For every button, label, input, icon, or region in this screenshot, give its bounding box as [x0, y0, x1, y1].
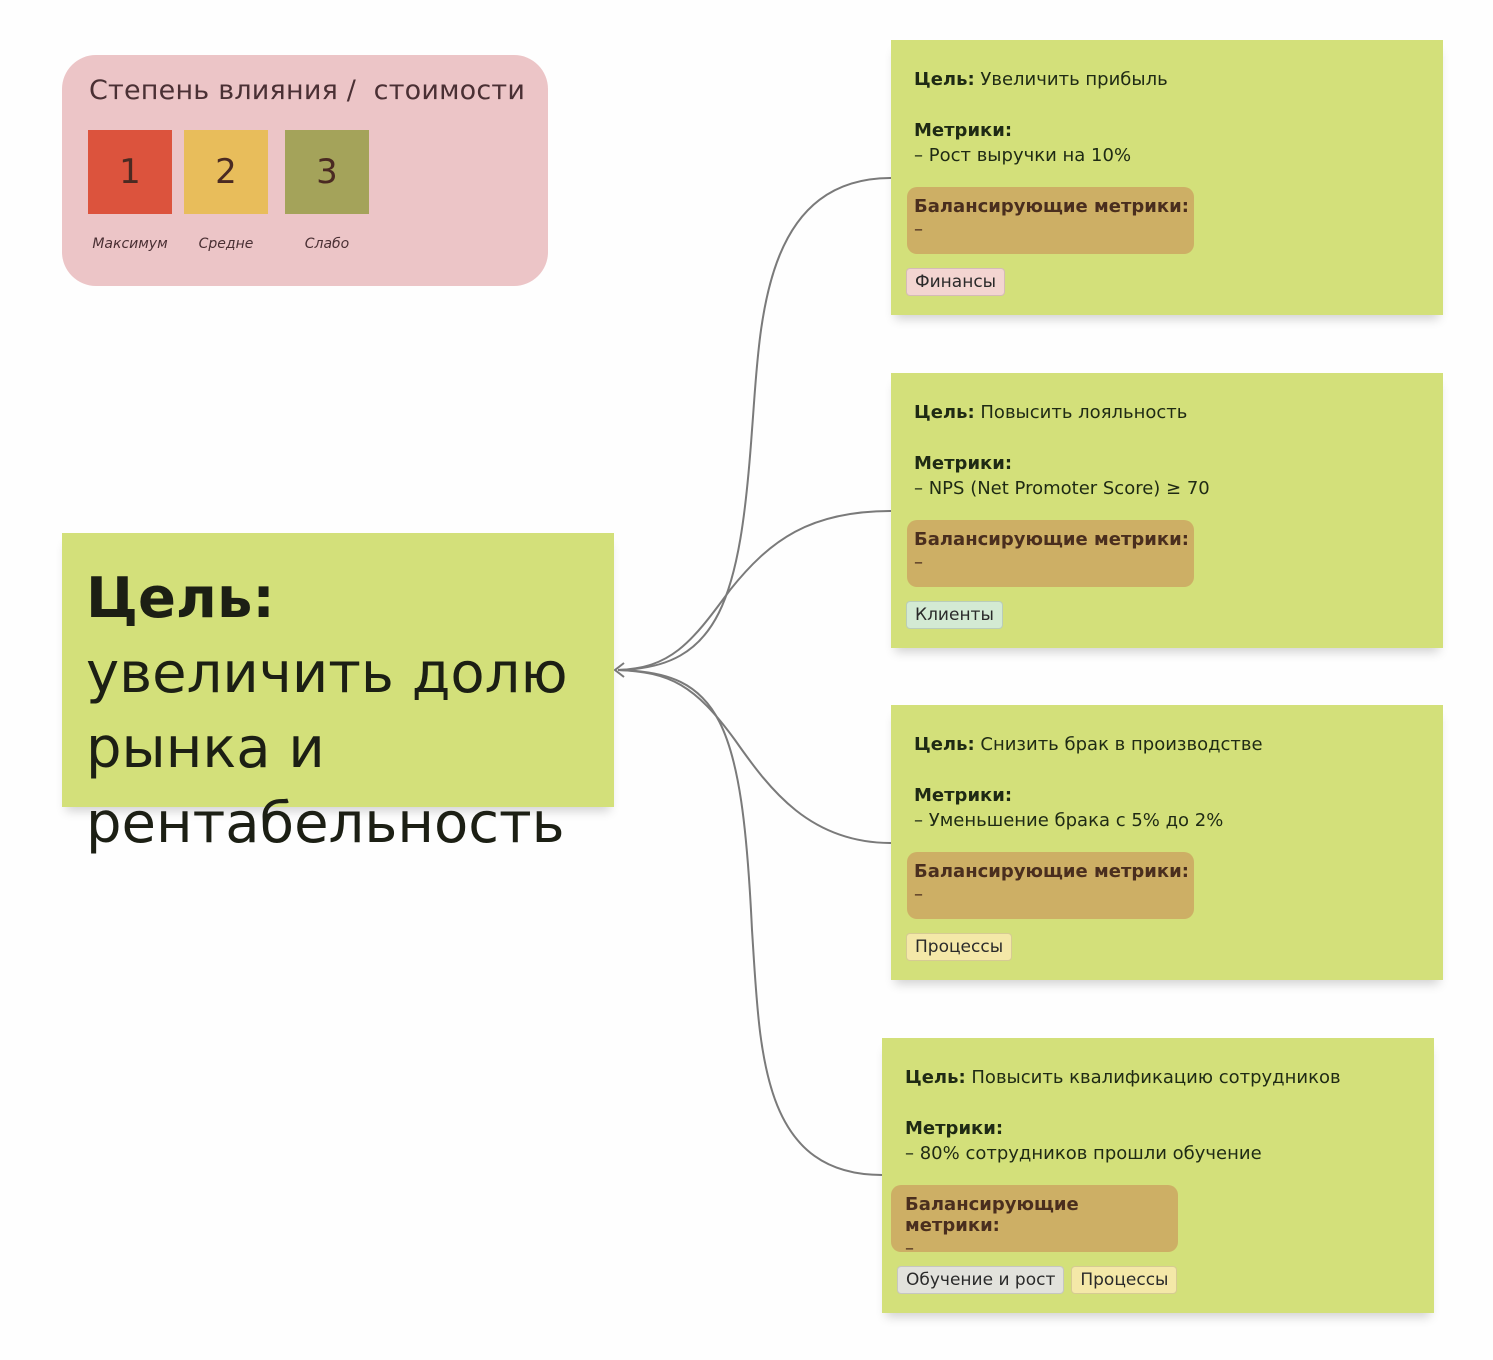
metrics-label: Метрики: — [914, 453, 1013, 474]
goal-label: Цель: — [914, 402, 975, 423]
tag-clients[interactable]: Клиенты — [906, 601, 1003, 629]
tag-list: Финансы — [906, 268, 1006, 296]
goal-label: Цель: — [905, 1067, 966, 1088]
balance-metrics-box[interactable]: Балансирующие метрики: – — [907, 520, 1194, 587]
balance-metrics-box[interactable]: Балансирующие метрики: – — [907, 187, 1194, 254]
tag-processes[interactable]: Процессы — [906, 933, 1013, 961]
connector-finance — [617, 177, 892, 671]
arrow-head-icon — [613, 662, 625, 678]
tag-list: Обучение и рост Процессы — [897, 1266, 1178, 1294]
balance-metrics-label: Балансирующие метрики: — [914, 861, 1189, 882]
legend-swatch-3: 3 — [285, 130, 369, 214]
legend-caption-3: Слабо — [304, 236, 350, 252]
balance-metrics-box[interactable]: Балансирующие метрики: – — [907, 852, 1194, 919]
balance-metrics-label: Балансирующие метрики: — [914, 529, 1189, 550]
goal-line: Цель: Снизить брак в производстве — [914, 734, 1263, 755]
legend-caption-2: Средне — [198, 236, 254, 252]
metrics-label: Метрики: — [905, 1118, 1004, 1139]
goal-label: Цель: — [914, 69, 975, 90]
goal-text: Снизить брак в производстве — [974, 734, 1263, 755]
goal-line: Цель: Повысить квалификацию сотрудников — [905, 1067, 1341, 1088]
goal-text: Повысить лояльность — [974, 402, 1188, 423]
legend-title: Степень влияния / стоимости — [89, 75, 526, 106]
legend-item-3: 3 Слабо — [285, 130, 369, 252]
tag-finance[interactable]: Финансы — [906, 268, 1006, 296]
main-goal-label: Цель: — [86, 566, 275, 631]
legend-panel: Степень влияния / стоимости 1 Максимум 2… — [62, 55, 548, 286]
goal-card-learning[interactable]: Цель: Повысить квалификацию сотрудников … — [882, 1038, 1434, 1313]
goal-card-clients[interactable]: Цель: Повысить лояльность Метрики: – NPS… — [891, 373, 1443, 648]
balance-metrics-value: – — [914, 552, 923, 573]
connector-learning — [617, 669, 883, 1176]
metric-value: – NPS (Net Promoter Score) ≥ 70 — [914, 478, 1210, 499]
goal-line: Цель: Повысить лояльность — [914, 402, 1187, 423]
balance-metrics-label: Балансирующие метрики: — [905, 1194, 1079, 1236]
legend-caption-1: Максимум — [92, 236, 168, 252]
tag-list: Процессы — [906, 933, 1013, 961]
goal-card-finance[interactable]: Цель: Увеличить прибыль Метрики: – Рост … — [891, 40, 1443, 315]
legend-swatch-1: 1 — [88, 130, 172, 214]
metric-value: – 80% сотрудников прошли обучение — [905, 1143, 1262, 1164]
connector-processes — [617, 669, 892, 844]
main-goal-text: Цель: увеличить долю рынка и рентабельно… — [86, 561, 590, 861]
main-goal-value: увеличить долю рынка и рентабельность — [86, 641, 568, 856]
metric-value: – Уменьшение брака с 5% до 2% — [914, 810, 1224, 831]
metrics-label: Метрики: — [914, 120, 1013, 141]
balance-metrics-box[interactable]: Балансирующие метрики: – — [891, 1185, 1178, 1259]
goal-line: Цель: Увеличить прибыль — [914, 69, 1168, 90]
metric-value: – Рост выручки на 10% — [914, 145, 1132, 166]
metrics-label: Метрики: — [914, 785, 1013, 806]
tag-list: Клиенты — [906, 601, 1003, 629]
legend-swatch-2: 2 — [184, 130, 268, 214]
tag-processes[interactable]: Процессы — [1071, 1266, 1178, 1294]
balance-metrics-value: – — [914, 884, 923, 905]
goal-label: Цель: — [914, 734, 975, 755]
goal-text: Увеличить прибыль — [974, 69, 1168, 90]
balance-metrics-value: – — [914, 219, 923, 240]
main-goal-card[interactable]: Цель: увеличить долю рынка и рентабельно… — [62, 533, 614, 856]
balance-metrics-value: – — [905, 1238, 914, 1259]
goal-text: Повысить квалификацию сотрудников — [965, 1067, 1341, 1088]
legend-item-1: 1 Максимум — [88, 130, 172, 252]
tag-learning[interactable]: Обучение и рост — [897, 1266, 1065, 1294]
balance-metrics-label: Балансирующие метрики: — [914, 196, 1189, 217]
goal-card-processes[interactable]: Цель: Снизить брак в производстве Метрик… — [891, 705, 1443, 980]
legend-item-2: 2 Средне — [184, 130, 268, 252]
connector-clients — [617, 510, 892, 671]
